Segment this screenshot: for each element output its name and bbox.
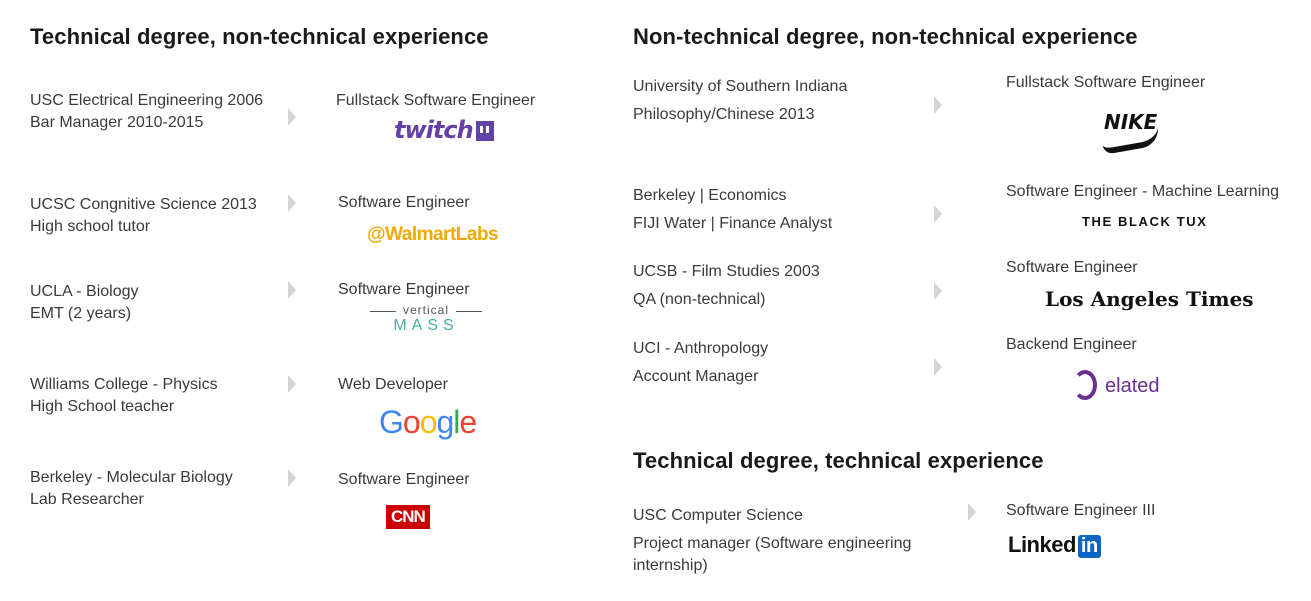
experience-text: Bar Manager 2010-2015 bbox=[30, 114, 204, 131]
row-background: Williams College - Physics High School t… bbox=[30, 374, 218, 418]
experience-text-cont: internship) bbox=[633, 557, 708, 574]
role-text: Software Engineer bbox=[338, 471, 470, 488]
company-name: NIKE bbox=[1104, 110, 1158, 134]
blacktux-logo: THE BLACK TUX bbox=[1082, 214, 1208, 229]
role-text: Fullstack Software Engineer bbox=[336, 92, 536, 109]
chevron-right-icon bbox=[288, 281, 296, 299]
section-heading-nontech-nontech: Non-technical degree, non-technical expe… bbox=[633, 24, 1138, 49]
experience-text: Account Manager bbox=[633, 368, 759, 385]
degree-text: USC Electrical Engineering 2006 bbox=[30, 92, 264, 109]
degree-text: Berkeley - Molecular Biology bbox=[30, 469, 233, 486]
role-text: Web Developer bbox=[338, 376, 448, 393]
degree-text: University of Southern Indiana bbox=[633, 78, 848, 95]
row-background: UCSC Congnitive Science 2013 High school… bbox=[30, 194, 257, 238]
chevron-right-icon bbox=[288, 375, 296, 393]
degree-text: UCI - Anthropology bbox=[633, 340, 769, 357]
row-background: UCI - Anthropology Account Manager bbox=[633, 335, 768, 391]
company-name: twitch bbox=[394, 116, 474, 144]
experience-text: EMT (2 years) bbox=[30, 305, 132, 322]
company-name: CNN bbox=[386, 505, 430, 529]
degree-text: Berkeley | Economics bbox=[633, 187, 787, 204]
company-name: elated bbox=[1105, 375, 1160, 397]
experience-text: Lab Researcher bbox=[30, 491, 144, 508]
section-heading-tech-tech: Technical degree, technical experience bbox=[633, 448, 1044, 473]
verticalmass-logo: vertical MASS bbox=[368, 303, 484, 335]
company-name: Linked bbox=[1008, 532, 1076, 557]
experience-text: High school tutor bbox=[30, 218, 151, 235]
row-background: University of Southern Indiana Philosoph… bbox=[633, 73, 847, 129]
company-name-bottom: MASS bbox=[393, 317, 459, 334]
chevron-right-icon bbox=[934, 96, 942, 114]
role-text: Software Engineer bbox=[338, 281, 470, 298]
google-logo: Google bbox=[379, 404, 477, 440]
chevron-right-icon bbox=[288, 469, 296, 487]
elated-logo: elated bbox=[1073, 370, 1160, 400]
chevron-right-icon bbox=[288, 194, 296, 212]
degree-text: UCSC Congnitive Science 2013 bbox=[30, 196, 257, 213]
degree-text: UCLA - Biology bbox=[30, 283, 139, 300]
role-text: Software Engineer - Machine Learning bbox=[1006, 183, 1280, 200]
row-background: Berkeley | Economics FIJI Water | Financ… bbox=[633, 182, 832, 238]
cnn-logo: CNN bbox=[386, 505, 430, 529]
row-background: USC Electrical Engineering 2006 Bar Mana… bbox=[30, 90, 263, 134]
experience-text: FIJI Water | Finance Analyst bbox=[633, 215, 833, 232]
row-background: UCSB - Film Studies 2003 QA (non-technic… bbox=[633, 258, 820, 314]
role-text: Software Engineer bbox=[338, 194, 470, 211]
role-text: Software Engineer bbox=[1006, 259, 1138, 276]
experience-text: Philosophy/Chinese 2013 bbox=[633, 106, 815, 123]
chevron-right-icon bbox=[934, 282, 942, 300]
degree-text: USC Computer Science bbox=[633, 507, 803, 524]
experience-text: QA (non-technical) bbox=[633, 291, 766, 308]
chevron-right-icon bbox=[288, 108, 296, 126]
role-text: Software Engineer III bbox=[1006, 502, 1156, 519]
role-text: Fullstack Software Engineer bbox=[1006, 74, 1206, 91]
chevron-right-icon bbox=[934, 205, 942, 223]
chevron-right-icon bbox=[968, 503, 976, 521]
company-name-top: vertical bbox=[368, 303, 484, 317]
section-heading-tech-nontech: Technical degree, non-technical experien… bbox=[30, 24, 489, 49]
walmartlabs-logo: @WalmartLabs bbox=[367, 224, 499, 245]
experience-text: Project manager (Software engineering bbox=[633, 535, 912, 552]
latimes-logo: Los Angeles Times bbox=[1045, 287, 1254, 311]
degree-text: Williams College - Physics bbox=[30, 376, 218, 393]
twitch-glitch-icon bbox=[475, 121, 494, 141]
row-background: USC Computer Science Project manager (So… bbox=[633, 505, 911, 577]
row-background: UCLA - Biology EMT (2 years) bbox=[30, 281, 139, 325]
twitch-logo: twitch bbox=[394, 116, 494, 144]
nike-logo: NIKE bbox=[1100, 110, 1162, 155]
chevron-right-icon bbox=[934, 358, 942, 376]
experience-text: High School teacher bbox=[30, 398, 175, 415]
company-badge: in bbox=[1077, 535, 1101, 558]
elated-mark-icon bbox=[1073, 370, 1097, 400]
degree-text: UCSB - Film Studies 2003 bbox=[633, 263, 820, 280]
row-background: Berkeley - Molecular Biology Lab Researc… bbox=[30, 467, 233, 511]
role-text: Backend Engineer bbox=[1006, 336, 1137, 353]
